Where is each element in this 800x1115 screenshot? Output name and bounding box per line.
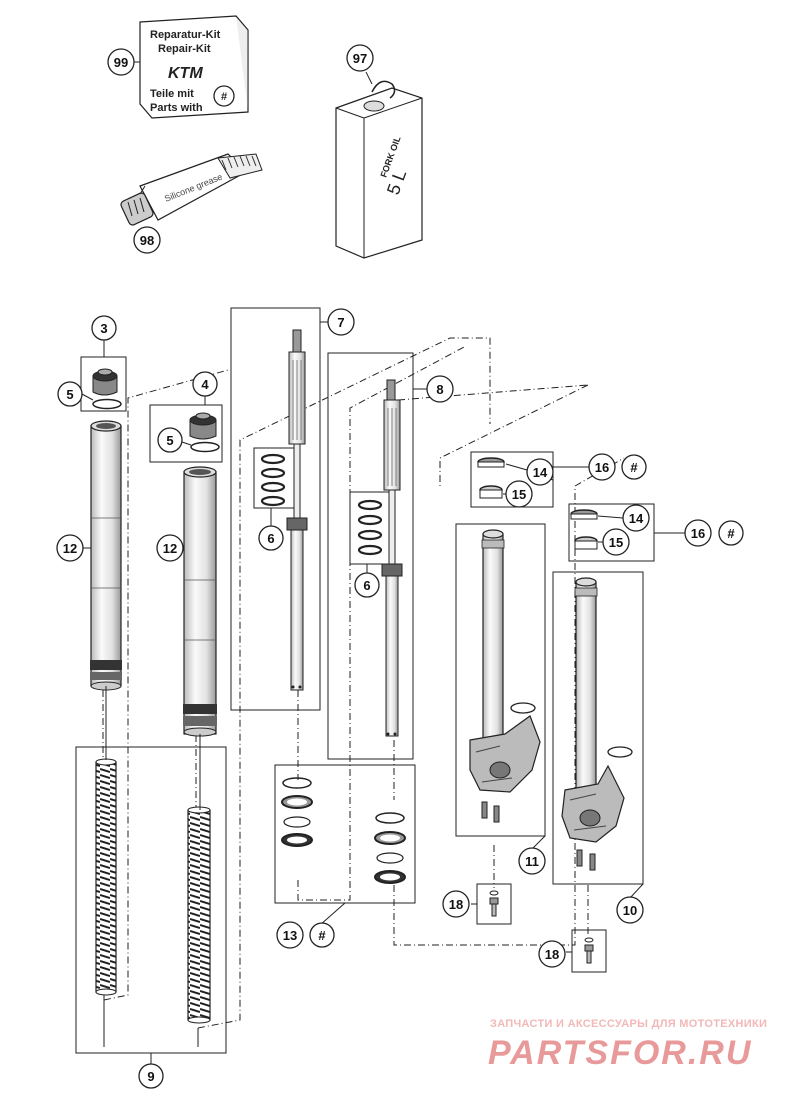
callout-16b: 16: [684, 519, 712, 547]
repair-kit-symbol: #: [221, 91, 227, 103]
svg-text:14: 14: [533, 465, 548, 480]
svg-text:98: 98: [140, 233, 154, 248]
bleeder-screw-18a: [489, 890, 499, 917]
callout-98: 98: [133, 226, 161, 254]
callout-connectors: [76, 61, 685, 1064]
seal-rings-6b: [357, 499, 383, 556]
repair-kit-line2: Repair-Kit: [158, 43, 211, 55]
silicone-grease-tube: Silicone grease: [120, 153, 263, 226]
callout-15b: 15: [598, 528, 630, 556]
callout-99: 99: [107, 48, 135, 76]
callout-97: 97: [346, 44, 374, 72]
box-part-4: [149, 404, 223, 463]
callout-9: 9: [138, 1063, 164, 1089]
callout-10: 10: [616, 896, 644, 924]
repair-kit-box: Reparatur-Kit Repair-Kit KTM Teile mit P…: [139, 15, 249, 119]
svg-text:6: 6: [267, 531, 274, 546]
callout-11: 11: [518, 847, 546, 875]
callout-8: 8: [426, 375, 454, 403]
svg-text:8: 8: [436, 382, 443, 397]
svg-text:16: 16: [595, 460, 609, 475]
inner-tube-10: [561, 577, 633, 871]
outer-tube-12b: [183, 466, 217, 737]
repair-kit-line1: Reparatur-Kit: [150, 29, 221, 41]
watermark-logo-text: PARTSFOR.RU: [488, 1034, 752, 1072]
screw-cap-3: [92, 368, 122, 410]
callout-16a-hash: #: [621, 454, 647, 480]
callout-5a: 5: [57, 381, 94, 407]
seal-rings-6a: [260, 453, 286, 507]
o-ring-5a: [92, 398, 122, 410]
svg-text:3: 3: [100, 321, 107, 336]
hash-symbol-circle: [213, 85, 235, 107]
ktm-logo: KTM: [168, 65, 203, 82]
svg-text:15: 15: [512, 487, 526, 502]
o-ring-5b: [190, 441, 220, 453]
callout-18b: 18: [538, 940, 566, 968]
svg-text:10: 10: [623, 903, 637, 918]
callout-5b: 5: [157, 427, 192, 453]
svg-text:12: 12: [163, 541, 177, 556]
repair-kit-line3: Teile mit: [150, 88, 194, 100]
callout-15a: 15: [503, 480, 533, 508]
svg-text:9: 9: [147, 1069, 154, 1084]
box-part-8: [327, 352, 414, 760]
svg-text:13: 13: [283, 928, 297, 943]
outer-tube-12a: [90, 420, 122, 691]
leader-lines: [102, 337, 625, 1029]
svg-text:#: #: [630, 460, 638, 475]
repair-kit-line4: Parts with: [150, 102, 203, 114]
callout-4: 4: [192, 371, 218, 397]
box-part-18b: [571, 929, 607, 973]
callout-6a: 6: [258, 525, 284, 551]
box-part-11: [455, 523, 546, 837]
callout-14a: 14: [505, 458, 554, 486]
svg-text:#: #: [318, 928, 326, 943]
screw-cap-4: [189, 412, 220, 453]
svg-text:18: 18: [449, 897, 463, 912]
svg-text:11: 11: [525, 854, 539, 869]
bleeder-screw-18b: [584, 937, 594, 964]
callout-7: 7: [327, 308, 355, 336]
svg-text:16: 16: [691, 526, 705, 541]
svg-text:97: 97: [353, 51, 367, 66]
callout-12b: 12: [156, 534, 184, 562]
svg-text:99: 99: [114, 55, 128, 70]
box-part-7: [230, 307, 321, 711]
svg-text:14: 14: [629, 511, 644, 526]
callout-12a: 12: [56, 534, 91, 562]
callout-18a: 18: [442, 890, 470, 918]
svg-text:5: 5: [166, 433, 173, 448]
svg-text:7: 7: [337, 315, 344, 330]
bushings-14-15a: [477, 457, 505, 499]
bushings-14-15b: [570, 509, 598, 550]
callout-13: 13: [276, 921, 304, 949]
box-part-10: [552, 571, 644, 885]
watermark-logo: PARTSFOR.RU: [488, 1034, 752, 1072]
callout-3: 3: [91, 315, 117, 341]
watermark-tagline: ЗАПЧАСТИ И АКСЕССУАРЫ ДЛЯ МОТОТЕХНИКИ: [490, 1018, 768, 1030]
cartridge-7: [286, 329, 308, 691]
svg-text:18: 18: [545, 947, 559, 962]
fork-oil-can: FORK OIL 5 L: [335, 80, 423, 259]
svg-text:5: 5: [66, 387, 73, 402]
spring-9b: [187, 806, 211, 1024]
svg-text:12: 12: [63, 541, 77, 556]
callout-16a: 16: [588, 453, 616, 481]
callout-13-hash: #: [309, 922, 335, 948]
seal-kit-13: [281, 777, 406, 884]
svg-text:4: 4: [201, 377, 209, 392]
spring-9a: [95, 758, 117, 996]
cartridge-8: [381, 379, 403, 737]
inner-tube-11: [469, 529, 541, 823]
svg-text:6: 6: [363, 578, 370, 593]
callout-16b-hash: #: [718, 520, 744, 546]
callout-14b: 14: [597, 504, 650, 532]
group-boxes: [75, 307, 655, 1054]
svg-text:15: 15: [609, 535, 623, 550]
callout-6b: 6: [354, 572, 380, 598]
svg-text:#: #: [727, 526, 735, 541]
